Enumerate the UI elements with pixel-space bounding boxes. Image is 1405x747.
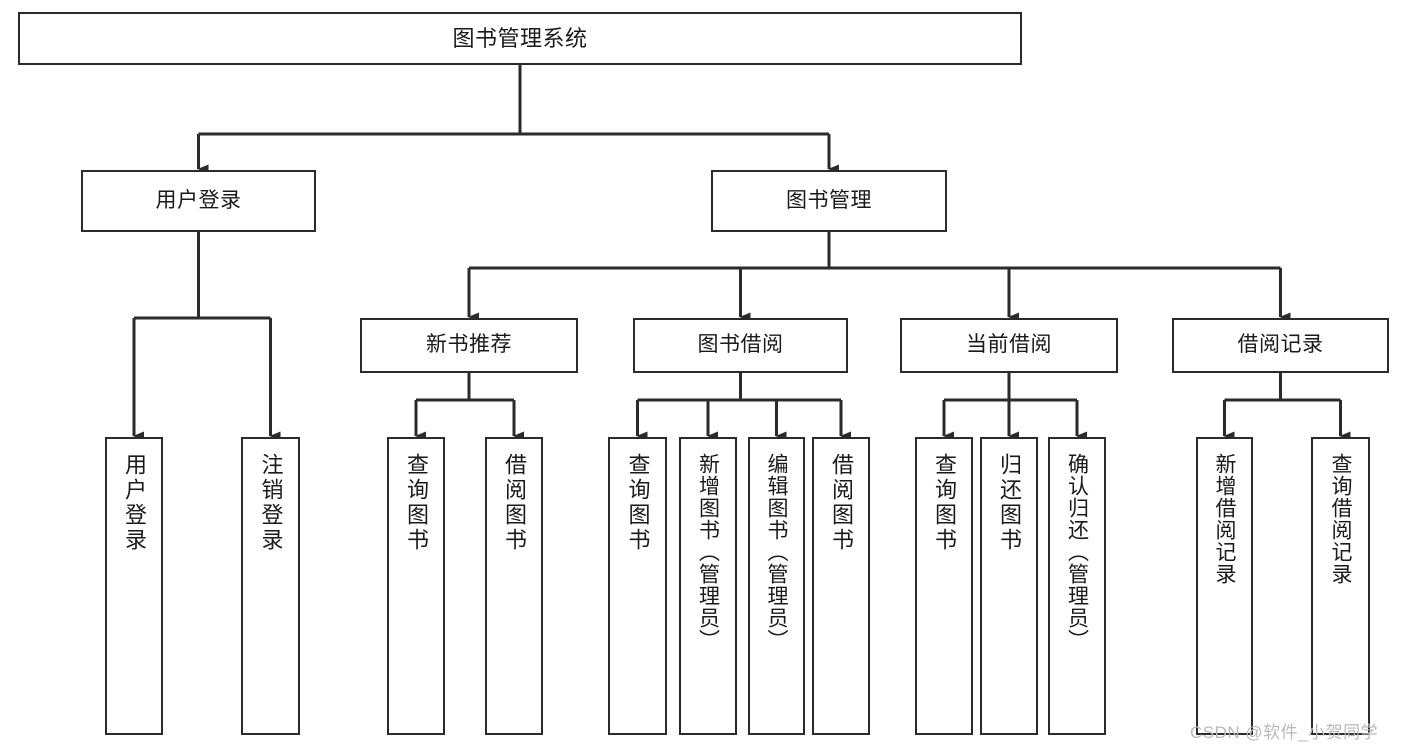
- node-leaf-query-record[interactable]: 查询借阅记录: [1311, 437, 1370, 735]
- node-leaf-borrow-book-1[interactable]: 借阅图书: [485, 437, 543, 735]
- node-leaf-query-book-3[interactable]: 查询图书: [915, 437, 973, 735]
- node-label: 借阅图书: [829, 453, 854, 553]
- node-label: 归还图书: [997, 453, 1022, 553]
- node-user-login[interactable]: 用户登录: [81, 170, 316, 232]
- node-leaf-borrow-book-2[interactable]: 借阅图书: [812, 437, 870, 735]
- node-label: 新增图书（管理员）: [696, 453, 720, 651]
- node-label: 查询借阅记录: [1329, 453, 1352, 585]
- node-leaf-return-book[interactable]: 归还图书: [980, 437, 1038, 735]
- node-label: 借阅记录: [1237, 333, 1324, 357]
- node-label: 注销登录: [258, 453, 284, 553]
- node-label: 新增借阅记录: [1213, 453, 1236, 585]
- node-leaf-query-book-2[interactable]: 查询图书: [608, 437, 667, 735]
- node-label: 图书管理系统: [452, 25, 588, 51]
- node-label: 查询图书: [404, 453, 429, 553]
- node-leaf-query-book-1[interactable]: 查询图书: [387, 437, 445, 735]
- node-new-book-rec[interactable]: 新书推荐: [360, 318, 578, 373]
- node-leaf-confirm-return[interactable]: 确认归还（管理员）: [1048, 437, 1106, 735]
- node-book-manage[interactable]: 图书管理: [711, 170, 947, 232]
- node-label: 图书管理: [786, 188, 872, 212]
- node-borrow-record[interactable]: 借阅记录: [1172, 318, 1389, 373]
- node-label: 查询图书: [932, 453, 957, 553]
- node-leaf-add-book[interactable]: 新增图书（管理员）: [679, 437, 737, 735]
- node-leaf-user-logout[interactable]: 注销登录: [241, 437, 300, 735]
- node-label: 用户登录: [155, 188, 242, 212]
- node-label: 新书推荐: [426, 333, 512, 357]
- node-label: 编辑图书（管理员）: [765, 453, 788, 651]
- node-label: 查询图书: [625, 453, 651, 553]
- node-current-borrow[interactable]: 当前借阅: [900, 318, 1118, 373]
- csdn-watermark: CSDN @软件_小贺同学: [1190, 723, 1379, 742]
- node-book-borrow[interactable]: 图书借阅: [633, 318, 848, 373]
- node-root[interactable]: 图书管理系统: [18, 12, 1022, 65]
- node-label: 当前借阅: [966, 333, 1052, 357]
- node-label: 图书借阅: [697, 333, 784, 357]
- node-leaf-user-login[interactable]: 用户登录: [105, 437, 163, 735]
- node-leaf-add-record[interactable]: 新增借阅记录: [1196, 437, 1253, 735]
- node-label: 确认归还（管理员）: [1065, 453, 1089, 651]
- node-label: 借阅图书: [502, 453, 527, 553]
- node-label: 用户登录: [122, 453, 147, 553]
- node-leaf-edit-book[interactable]: 编辑图书（管理员）: [748, 437, 805, 735]
